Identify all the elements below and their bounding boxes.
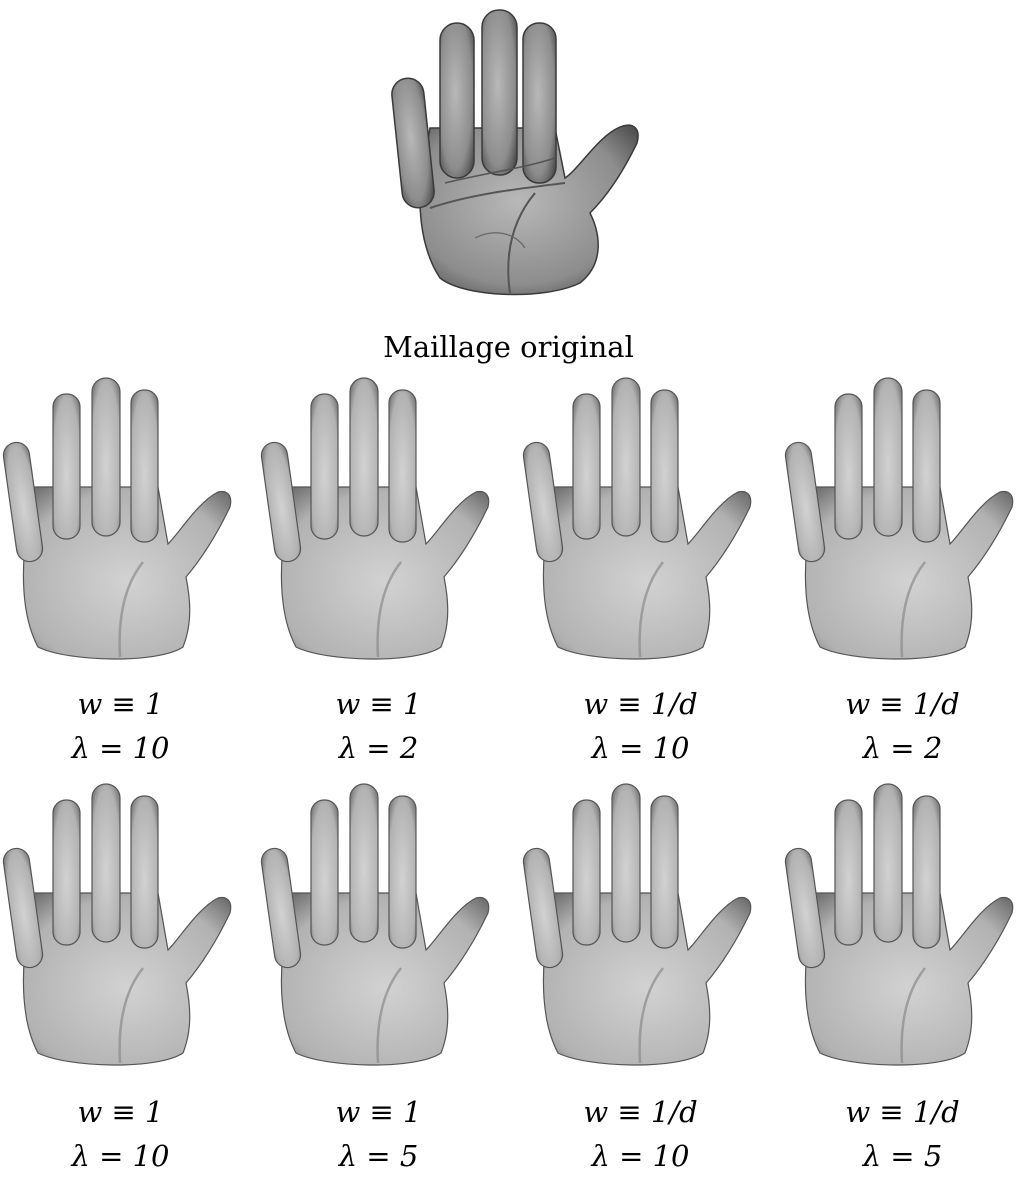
parameter-caption: w ≡ 1/d λ = 10 bbox=[528, 1098, 753, 1178]
weight-label: w ≡ 1/d bbox=[583, 1095, 698, 1129]
smoothed-hand-image bbox=[260, 372, 491, 664]
hand-icon bbox=[784, 377, 1014, 660]
lambda-label: λ = 10 bbox=[71, 731, 170, 765]
lambda-label: λ = 5 bbox=[862, 1139, 943, 1173]
parameter-caption: w ≡ 1/d λ = 5 bbox=[790, 1098, 1015, 1178]
smoothed-hand-image bbox=[784, 372, 1015, 664]
hand-icon bbox=[260, 377, 490, 660]
hand-icon bbox=[2, 783, 232, 1066]
hand-icon bbox=[2, 377, 232, 660]
smoothed-hand-image bbox=[784, 778, 1015, 1070]
weight-label: w ≡ 1/d bbox=[583, 687, 698, 721]
hand-icon bbox=[260, 783, 490, 1066]
weight-label: w ≡ 1/d bbox=[845, 1095, 960, 1129]
parameter-caption: w ≡ 1/d λ = 10 bbox=[528, 690, 753, 770]
weight-label: w ≡ 1 bbox=[77, 687, 164, 721]
smoothed-hand-image bbox=[2, 778, 233, 1070]
lambda-label: λ = 2 bbox=[338, 731, 419, 765]
lambda-label: λ = 2 bbox=[862, 731, 943, 765]
lambda-label: λ = 10 bbox=[71, 1139, 170, 1173]
smoothed-hand-image bbox=[522, 778, 753, 1070]
lambda-label: λ = 10 bbox=[591, 731, 690, 765]
weight-label: w ≡ 1 bbox=[335, 1095, 422, 1129]
weight-label: w ≡ 1 bbox=[335, 687, 422, 721]
parameter-caption: w ≡ 1/d λ = 2 bbox=[790, 690, 1015, 770]
hand-icon bbox=[391, 9, 639, 296]
weight-label: w ≡ 1/d bbox=[845, 687, 960, 721]
smoothed-hand-image bbox=[260, 778, 491, 1070]
lambda-label: λ = 10 bbox=[591, 1139, 690, 1173]
original-hand-image bbox=[385, 8, 641, 300]
smoothed-hand-image bbox=[2, 372, 233, 664]
hand-icon bbox=[522, 377, 752, 660]
parameter-caption: w ≡ 1 λ = 10 bbox=[8, 1098, 233, 1178]
parameter-caption: w ≡ 1 λ = 10 bbox=[8, 690, 233, 770]
parameter-caption: w ≡ 1 λ = 2 bbox=[266, 690, 491, 770]
lambda-label: λ = 5 bbox=[338, 1139, 419, 1173]
original-caption: Maillage original bbox=[383, 330, 634, 364]
weight-label: w ≡ 1 bbox=[77, 1095, 164, 1129]
hand-icon bbox=[522, 783, 752, 1066]
parameter-caption: w ≡ 1 λ = 5 bbox=[266, 1098, 491, 1178]
smoothed-hand-image bbox=[522, 372, 753, 664]
hand-icon bbox=[784, 783, 1014, 1066]
